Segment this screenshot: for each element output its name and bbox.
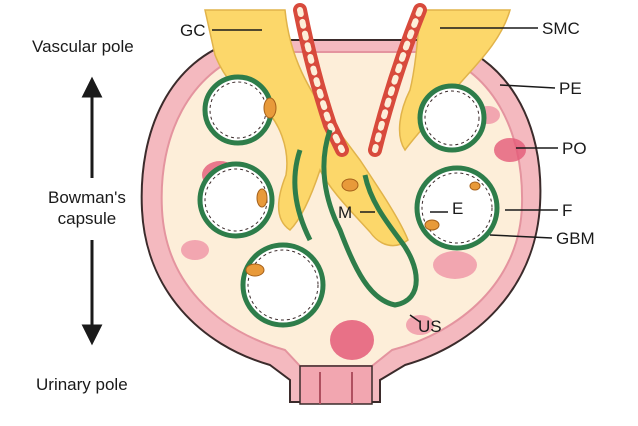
e-label: E xyxy=(452,199,464,218)
urinary-pole-label: Urinary pole xyxy=(36,375,128,394)
m-label: M xyxy=(338,203,353,222)
vascular-pole-label: Vascular pole xyxy=(32,37,134,56)
leader-lines xyxy=(212,27,558,323)
pe-label: PE xyxy=(559,79,582,98)
smc-label: SMC xyxy=(542,19,580,38)
po-label: PO xyxy=(562,139,587,158)
pole-arrow xyxy=(81,76,103,346)
gbm-label: GBM xyxy=(556,229,595,248)
us-label: US xyxy=(418,317,442,336)
gc-label: GC xyxy=(180,21,206,40)
f-label: F xyxy=(562,201,573,220)
bowmans-capsule-label: Bowman's capsule xyxy=(48,188,126,228)
central-gbm-loop xyxy=(321,129,419,308)
